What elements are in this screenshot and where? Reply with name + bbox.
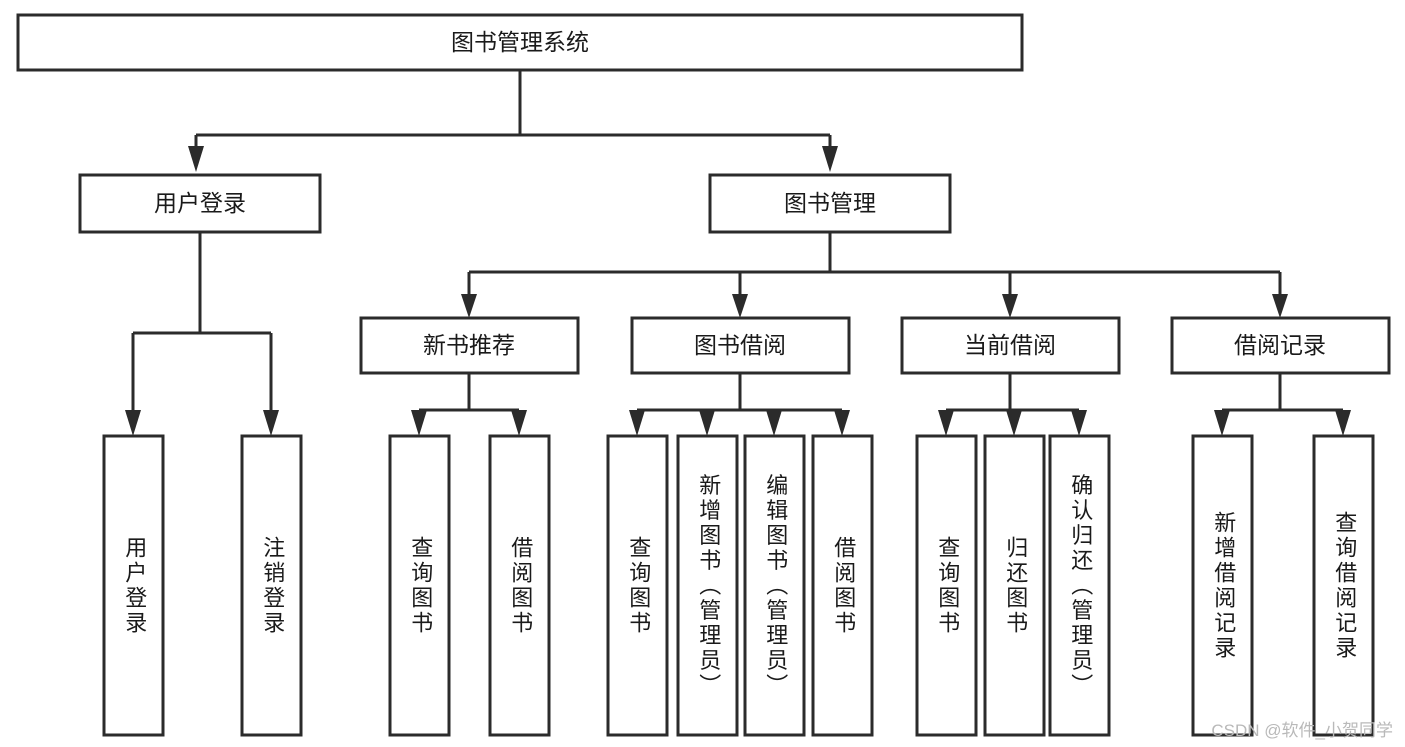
arrow-borrow-leaf-1-icon — [629, 410, 645, 436]
leaf-user-login-1-label: 用户登录 — [122, 536, 147, 636]
node-current-borrow-label: 当前借阅 — [964, 332, 1056, 358]
node-borrow-record-box[interactable] — [1170, 316, 1391, 375]
leaf-borrow-1[interactable]: 查询图书 — [606, 434, 669, 737]
arrow-borrow-leaf-3-icon — [766, 410, 782, 436]
leaf-borrow-1-label: 查询图书 — [626, 536, 651, 636]
arrow-root-to-book-icon — [822, 146, 838, 172]
arrow-newbook-leaf-1-icon — [411, 410, 427, 436]
leaf-record-1-box[interactable] — [1191, 434, 1254, 737]
node-current-borrow-box[interactable] — [900, 316, 1121, 375]
arrow-user-leaf-2-icon — [263, 410, 279, 436]
leaf-user-login-1[interactable]: 用户登录 — [102, 434, 165, 737]
leaf-record-2-box[interactable] — [1312, 434, 1375, 737]
leaf-current-1-label: 查询图书 — [935, 536, 960, 636]
node-user-login-box[interactable] — [78, 173, 322, 234]
node-root-label: 图书管理系统 — [451, 29, 589, 55]
leaf-new-book-1[interactable]: 查询图书 — [388, 434, 451, 737]
node-book-management[interactable]: 图书管理 — [708, 173, 952, 234]
leaf-new-book-2[interactable]: 借阅图书 — [488, 434, 551, 737]
node-book-management-label: 图书管理 — [784, 190, 876, 216]
leaf-current-3[interactable]: 确认归还（管理员） — [1048, 434, 1111, 737]
leaf-record-1-label: 新增借阅记录 — [1211, 511, 1236, 661]
leaf-borrow-3-label: 编辑图书（管理员） — [763, 474, 788, 699]
arrow-root-to-user-icon — [188, 146, 204, 172]
leaf-current-2-label: 归还图书 — [1003, 536, 1028, 636]
node-current-borrow[interactable]: 当前借阅 — [900, 316, 1121, 375]
leaf-new-book-1-box[interactable] — [388, 434, 451, 737]
leaf-current-1-box[interactable] — [915, 434, 978, 737]
arrow-user-leaf-1-icon — [125, 410, 141, 436]
leaf-record-2-label: 查询借阅记录 — [1332, 511, 1357, 661]
node-root[interactable]: 图书管理系统 — [16, 13, 1024, 72]
node-user-login[interactable]: 用户登录 — [78, 173, 322, 234]
leaf-borrow-2-label: 新增图书（管理员） — [696, 474, 721, 699]
leaf-borrow-3-box[interactable] — [743, 434, 806, 737]
leaf-borrow-4-label: 借阅图书 — [831, 536, 856, 636]
arrow-current-leaf-1-icon — [938, 410, 954, 436]
leaf-user-login-2-box[interactable] — [240, 434, 303, 737]
arrow-borrow-leaf-4-icon — [834, 410, 850, 436]
leaf-current-3-label: 确认归还（管理员） — [1068, 474, 1093, 699]
leaf-current-3-box[interactable] — [1048, 434, 1111, 737]
leaf-borrow-4[interactable]: 借阅图书 — [811, 434, 874, 737]
leaf-new-book-2-label: 借阅图书 — [508, 536, 533, 636]
arrow-newbook-leaf-2-icon — [511, 410, 527, 436]
leaf-new-book-1-label: 查询图书 — [408, 536, 433, 636]
connector-layer — [125, 70, 1351, 436]
arrow-l3-1-icon — [461, 294, 477, 318]
arrow-current-leaf-3-icon — [1071, 410, 1087, 436]
leaf-current-2[interactable]: 归还图书 — [983, 434, 1046, 737]
leaf-user-login-2-label: 注销登录 — [260, 536, 285, 636]
node-new-book-recommend-box[interactable] — [359, 316, 580, 375]
node-book-management-box[interactable] — [708, 173, 952, 234]
leaf-borrow-1-box[interactable] — [606, 434, 669, 737]
arrow-l3-3-icon — [1002, 294, 1018, 318]
node-user-login-label: 用户登录 — [154, 190, 246, 216]
node-book-borrow-box[interactable] — [630, 316, 851, 375]
arrow-l3-4-icon — [1272, 294, 1288, 318]
node-borrow-record-label: 借阅记录 — [1234, 332, 1326, 358]
leaf-borrow-2[interactable]: 新增图书（管理员） — [676, 434, 739, 737]
arrow-l3-2-icon — [732, 294, 748, 318]
node-book-borrow[interactable]: 图书借阅 — [630, 316, 851, 375]
node-root-box[interactable] — [16, 13, 1024, 72]
arrow-borrow-leaf-2-icon — [699, 410, 715, 436]
leaf-borrow-3[interactable]: 编辑图书（管理员） — [743, 434, 806, 737]
leaf-new-book-2-box[interactable] — [488, 434, 551, 737]
node-new-book-recommend-label: 新书推荐 — [423, 332, 515, 358]
leaf-user-login-2[interactable]: 注销登录 — [240, 434, 303, 737]
leaf-borrow-2-box[interactable] — [676, 434, 739, 737]
leaf-record-1[interactable]: 新增借阅记录 — [1191, 434, 1254, 737]
leaf-user-login-1-box[interactable] — [102, 434, 165, 737]
arrow-record-leaf-2-icon — [1335, 410, 1351, 436]
leaf-borrow-4-box[interactable] — [811, 434, 874, 737]
arrow-record-leaf-1-icon — [1214, 410, 1230, 436]
arrow-current-leaf-2-icon — [1006, 410, 1022, 436]
leaf-current-2-box[interactable] — [983, 434, 1046, 737]
leaf-current-1[interactable]: 查询图书 — [915, 434, 978, 737]
node-new-book-recommend[interactable]: 新书推荐 — [359, 316, 580, 375]
leaf-record-2[interactable]: 查询借阅记录 — [1312, 434, 1375, 737]
node-borrow-record[interactable]: 借阅记录 — [1170, 316, 1391, 375]
node-book-borrow-label: 图书借阅 — [694, 332, 786, 358]
